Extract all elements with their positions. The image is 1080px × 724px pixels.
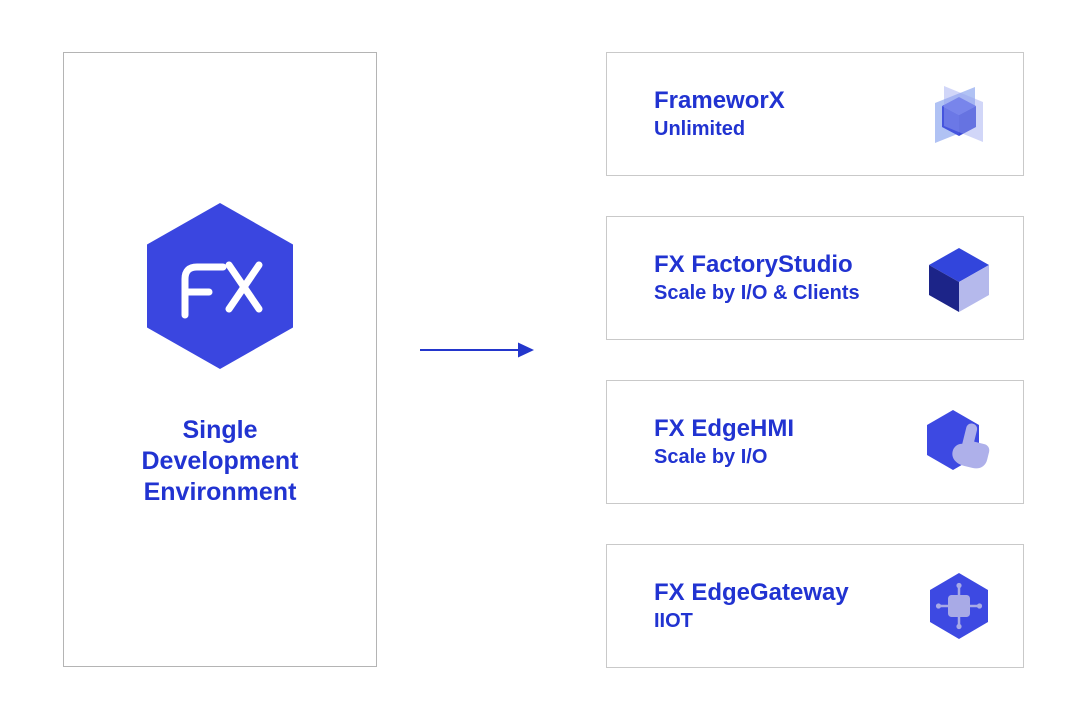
product-title: FrameworX xyxy=(654,87,785,114)
single-dev-environment-panel: Single Development Environment xyxy=(63,52,377,667)
hexagon-touch-hand-icon xyxy=(923,406,995,478)
product-subtitle: IIOT xyxy=(654,610,693,632)
product-title: FX EdgeGateway xyxy=(654,579,849,606)
fx-hexagon-logo-icon xyxy=(147,203,293,369)
product-card-edgegateway: FX EdgeGateway IIOT xyxy=(606,544,1024,668)
hexagon-iot-chip-icon xyxy=(923,570,995,642)
product-card-edgehmi: FX EdgeHMI Scale by I/O xyxy=(606,380,1024,504)
intersecting-planes-cube-icon xyxy=(923,78,995,150)
panel-title: Single Development Environment xyxy=(64,415,376,508)
product-card-factorystudio: FX FactoryStudio Scale by I/O & Clients xyxy=(606,216,1024,340)
panel-title-line: Development xyxy=(141,447,299,475)
product-card-text: FX EdgeGateway IIOT xyxy=(654,578,849,634)
isometric-cube-icon xyxy=(923,242,995,314)
panel-title-line: Single xyxy=(182,416,258,444)
right-arrow-icon xyxy=(420,342,534,358)
product-cards-column: FrameworX Unlimited FX FactoryStudio Sca… xyxy=(606,52,1024,668)
product-title: FX FactoryStudio xyxy=(654,251,853,278)
product-card-text: FrameworX Unlimited xyxy=(654,86,785,142)
product-card-text: FX EdgeHMI Scale by I/O xyxy=(654,414,794,470)
product-subtitle: Unlimited xyxy=(654,118,746,140)
product-card-text: FX FactoryStudio Scale by I/O & Clients xyxy=(654,250,860,306)
product-card-frameworx: FrameworX Unlimited xyxy=(606,52,1024,176)
panel-title-line: Environment xyxy=(143,478,297,506)
product-subtitle: Scale by I/O & Clients xyxy=(654,282,860,304)
product-subtitle: Scale by I/O xyxy=(654,446,768,468)
product-title: FX EdgeHMI xyxy=(654,415,795,442)
